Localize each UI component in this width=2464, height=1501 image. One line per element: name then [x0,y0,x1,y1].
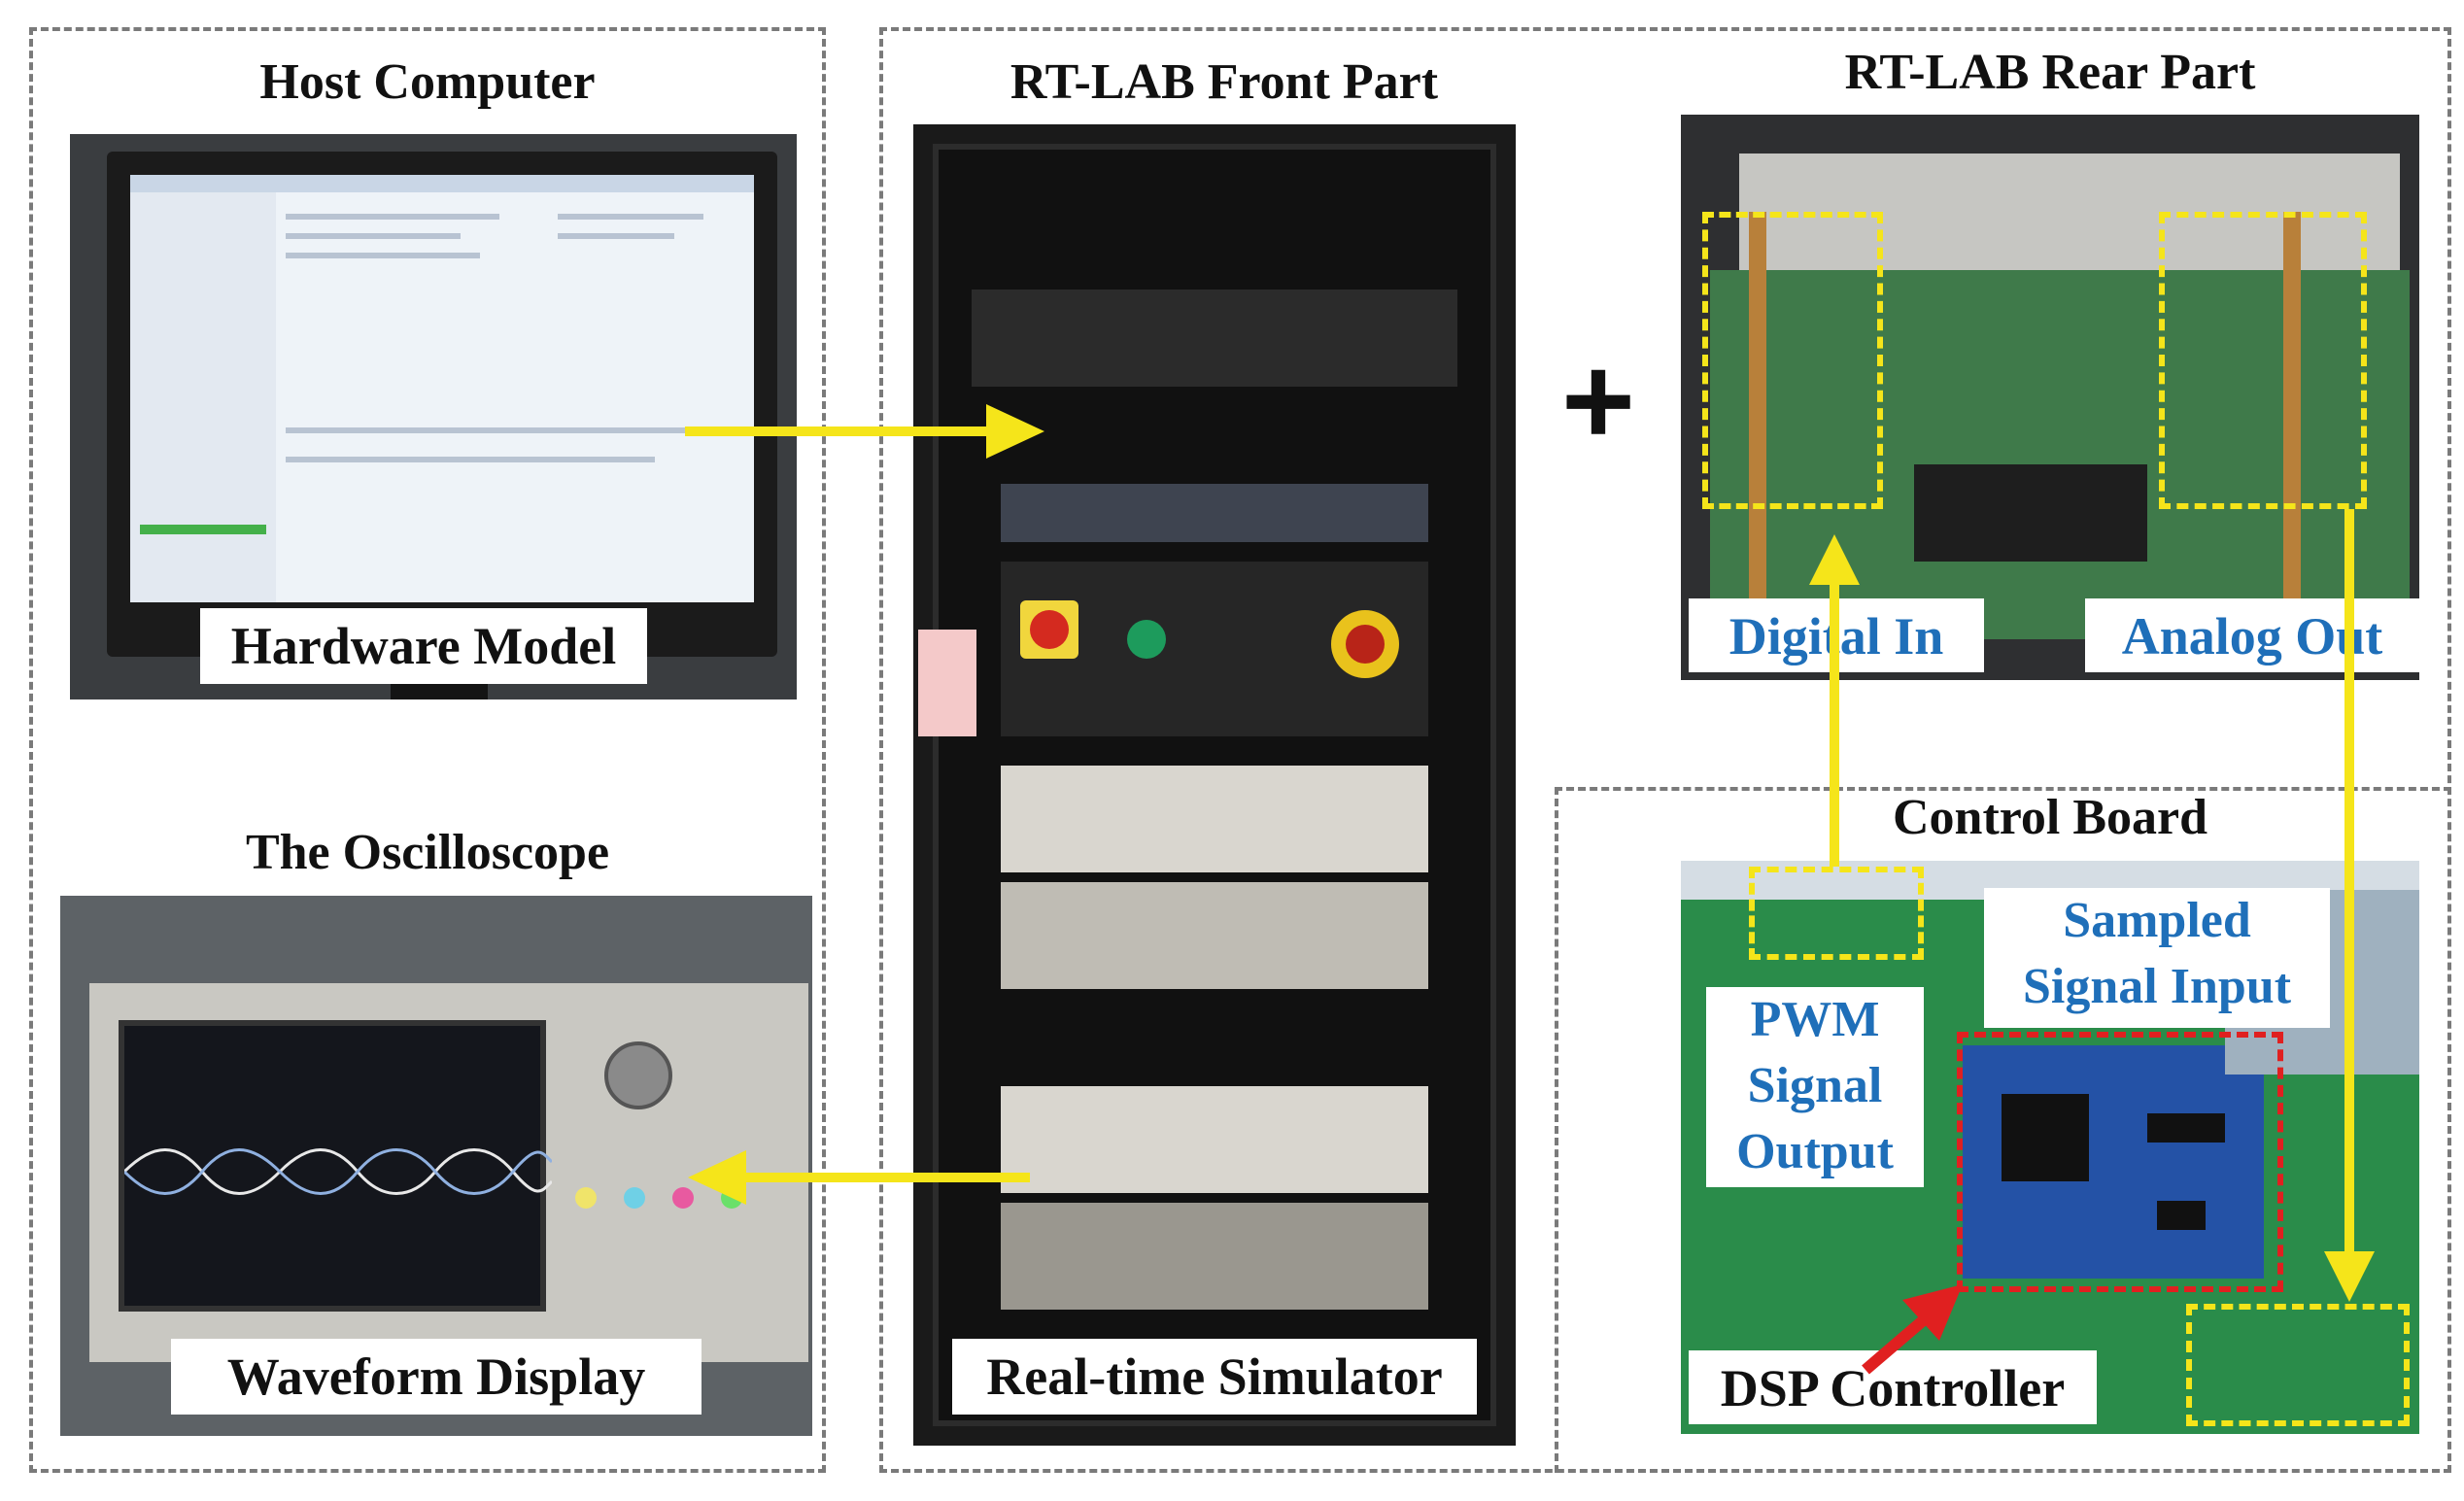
oscilloscope-title: The Oscilloscope [245,825,610,880]
control-board-panel [1555,787,2451,1473]
io-module-upper [1001,882,1428,989]
host-computer-title: Host Computer [259,54,596,110]
control-panel-unit [1001,562,1428,736]
sampled-connector-highlight [2186,1304,2410,1426]
dsp-highlight [1957,1032,2283,1292]
patch-panel-upper [1001,766,1428,872]
network-switch [1001,484,1428,542]
pwm-line-1: PWM [1750,992,1880,1047]
io-module-lower [1001,1203,1428,1310]
monitor-screen [130,175,754,602]
host-oscilloscope-panel [29,27,826,1473]
pwm-line-3: Output [1736,1124,1894,1179]
scope-knob [604,1041,672,1109]
patch-panel-lower [1001,1086,1428,1193]
waveform-display-label: Waveform Display [171,1339,702,1415]
host-computer-photo [70,134,797,699]
dsp-controller-label: DSP Controller [1689,1350,2097,1424]
pwm-signal-label: PWM Signal Output [1706,987,1924,1187]
control-board-title: Control Board [1892,790,2208,845]
dsp-board [1963,1045,2264,1279]
hardware-model-label: Hardware Model [200,608,647,684]
sampled-line-1: Sampled [2063,893,2251,948]
rtlab-rear-title: RT-LAB Rear Part [1844,45,2256,100]
sticky-note [918,630,976,736]
plus-sign: + [1561,329,1635,471]
sampled-signal-label: Sampled Signal Input [1984,888,2330,1028]
pwm-connector-highlight [1749,867,1924,960]
rtlab-front-photo [913,124,1516,1446]
rtlab-front-title: RT-LAB Front Part [1010,54,1439,110]
waveform-trace [124,1148,552,1195]
rack-unit-top [972,290,1457,387]
sampled-line-2: Signal Input [2022,959,2292,1014]
scope-screen [119,1020,552,1312]
analog-out-label: Analog Out [2085,598,2419,672]
digital-in-highlight [1702,212,1883,509]
pwm-line-2: Signal [1747,1058,1883,1113]
rtlab-panel [879,27,2451,1473]
real-time-simulator-label: Real-time Simulator [952,1339,1477,1415]
analog-out-highlight [2159,212,2367,509]
